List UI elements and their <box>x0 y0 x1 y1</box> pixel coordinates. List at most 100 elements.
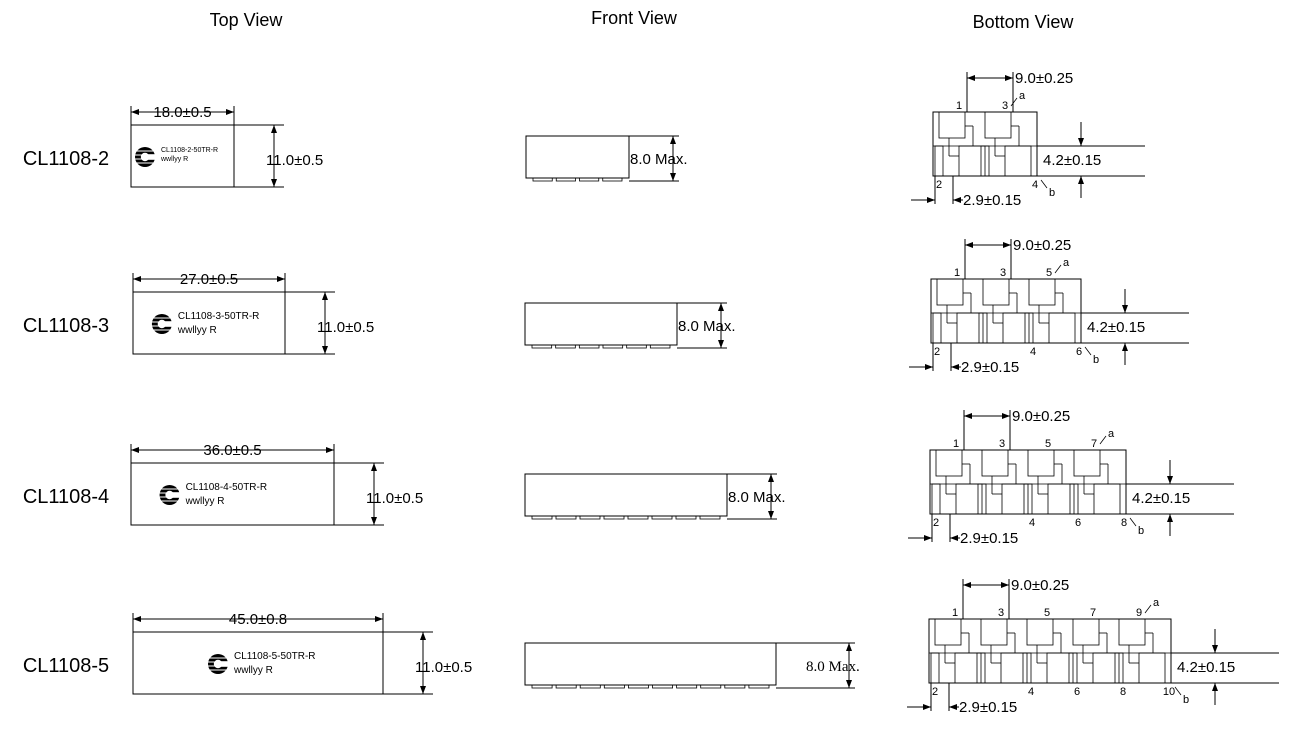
terminal-lead <box>555 177 576 182</box>
pin-number-top: 9 <box>1136 607 1142 619</box>
arrow-head <box>925 364 933 370</box>
arrow-head <box>768 474 774 482</box>
pin-number-bottom: 2 <box>934 346 940 358</box>
leader-line <box>1010 97 1018 107</box>
pad-height-dimension-label: 4.2±0.15 <box>1043 152 1101 169</box>
top-pad <box>935 449 963 477</box>
logo-inner <box>140 152 150 162</box>
terminal-lead <box>532 177 553 182</box>
arrow-head <box>271 125 277 133</box>
pad-height-dimension-label: 4.2±0.15 <box>1132 490 1190 507</box>
pin-number-top: 3 <box>998 607 1004 619</box>
label-b: b <box>1093 354 1099 366</box>
label-a: a <box>1019 90 1026 102</box>
terminal-lead <box>651 515 673 520</box>
part-name: CL1108-5 <box>23 655 109 677</box>
length-dimension-label: 45.0±0.8 <box>229 611 287 628</box>
logo-inner <box>157 319 167 329</box>
arrow-head <box>271 179 277 187</box>
pin-number-bottom: 6 <box>1074 686 1080 698</box>
arrow-head <box>927 197 935 203</box>
terminal-lead <box>602 344 624 349</box>
pin-number-bottom: 4 <box>1029 517 1035 529</box>
pin-number-top: 1 <box>956 100 962 112</box>
arrow-head <box>846 680 852 688</box>
bottom-view-body <box>928 618 1172 684</box>
pin-number-top: 3 <box>1000 267 1006 279</box>
pitch-dimension-label: 9.0±0.25 <box>1015 70 1073 87</box>
arrow-head <box>1212 645 1218 653</box>
marking-line-1: CL1108-2-50TR-R <box>161 147 218 154</box>
label-b: b <box>1049 187 1055 199</box>
logo-notch <box>219 661 229 667</box>
front-view-body <box>524 302 678 346</box>
arrow-head <box>133 616 141 622</box>
front-view: 8.0 Max. <box>524 473 786 520</box>
arrow-head <box>950 535 958 541</box>
arrow-head <box>924 535 932 541</box>
arrow-head <box>670 173 676 181</box>
front-view-body <box>525 135 630 179</box>
arrow-head <box>1212 683 1218 691</box>
terminal-lead <box>531 684 553 689</box>
arrow-head <box>1122 305 1128 313</box>
arrow-head <box>131 109 139 115</box>
arrow-head <box>953 197 961 203</box>
pin-number-bottom: 10 <box>1163 686 1175 698</box>
arrow-head <box>718 340 724 348</box>
front-height-label: 8.0 Max. <box>630 151 688 168</box>
terminal-lead <box>578 344 600 349</box>
pin-number-bottom: 8 <box>1120 686 1126 698</box>
height-dimension-label: 11.0±0.5 <box>366 490 423 507</box>
pad-group <box>1114 618 1166 684</box>
height-dimension-label: 11.0±0.5 <box>317 319 374 336</box>
pitch-dimension-label: 9.0±0.25 <box>1013 237 1071 254</box>
height-dimension-label: 11.0±0.5 <box>415 659 472 676</box>
company-logo <box>159 485 181 505</box>
marking-line-2: wwllyy R <box>185 496 225 507</box>
arrow-head <box>1167 514 1173 522</box>
pin-number-top: 5 <box>1044 607 1050 619</box>
terminal-lead <box>602 177 623 182</box>
company-logo <box>151 314 173 334</box>
label-b: b <box>1138 525 1144 537</box>
front-height-label: 8.0 Max. <box>806 659 860 675</box>
leader-line <box>1054 264 1062 274</box>
pin-number-bottom: 2 <box>932 686 938 698</box>
pad-height-dimension-label: 4.2±0.15 <box>1087 319 1145 336</box>
terminal-lead <box>579 684 601 689</box>
terminal-lead <box>724 684 746 689</box>
pin-number-bottom: 4 <box>1028 686 1034 698</box>
arrow-head <box>949 704 957 710</box>
terminal-lead <box>627 515 649 520</box>
pad-offset-dimension-label: 2.9±0.15 <box>959 699 1017 716</box>
pin-number-top: 1 <box>953 438 959 450</box>
pad-offset-dimension-label: 2.9±0.15 <box>960 530 1018 547</box>
arrow-head <box>846 643 852 651</box>
pad-group <box>976 618 1028 684</box>
pitch-dimension-label: 9.0±0.25 <box>1011 577 1069 594</box>
bottom-view-body <box>930 278 1082 344</box>
arrow-head <box>1005 75 1013 81</box>
logo-notch <box>162 321 173 327</box>
part-row-cl1108-5: CL1108-545.0±0.811.0±0.5CL1108-5-50TR-Rw… <box>23 577 1279 716</box>
arrow-head <box>1167 476 1173 484</box>
marking-line-2: wwllyy R <box>233 665 273 676</box>
top-view-body <box>132 631 384 695</box>
front-height-label: 8.0 Max. <box>728 489 786 506</box>
company-logo <box>208 654 229 674</box>
top-pad <box>1028 278 1056 306</box>
pad-height-dimension-label: 4.2±0.15 <box>1177 659 1235 676</box>
logo-notch <box>146 154 156 160</box>
terminal-lead <box>626 344 647 349</box>
arrow-head <box>371 463 377 471</box>
arrow-head <box>131 447 139 453</box>
terminal-lead <box>675 515 697 520</box>
terminal-lead <box>555 515 577 520</box>
